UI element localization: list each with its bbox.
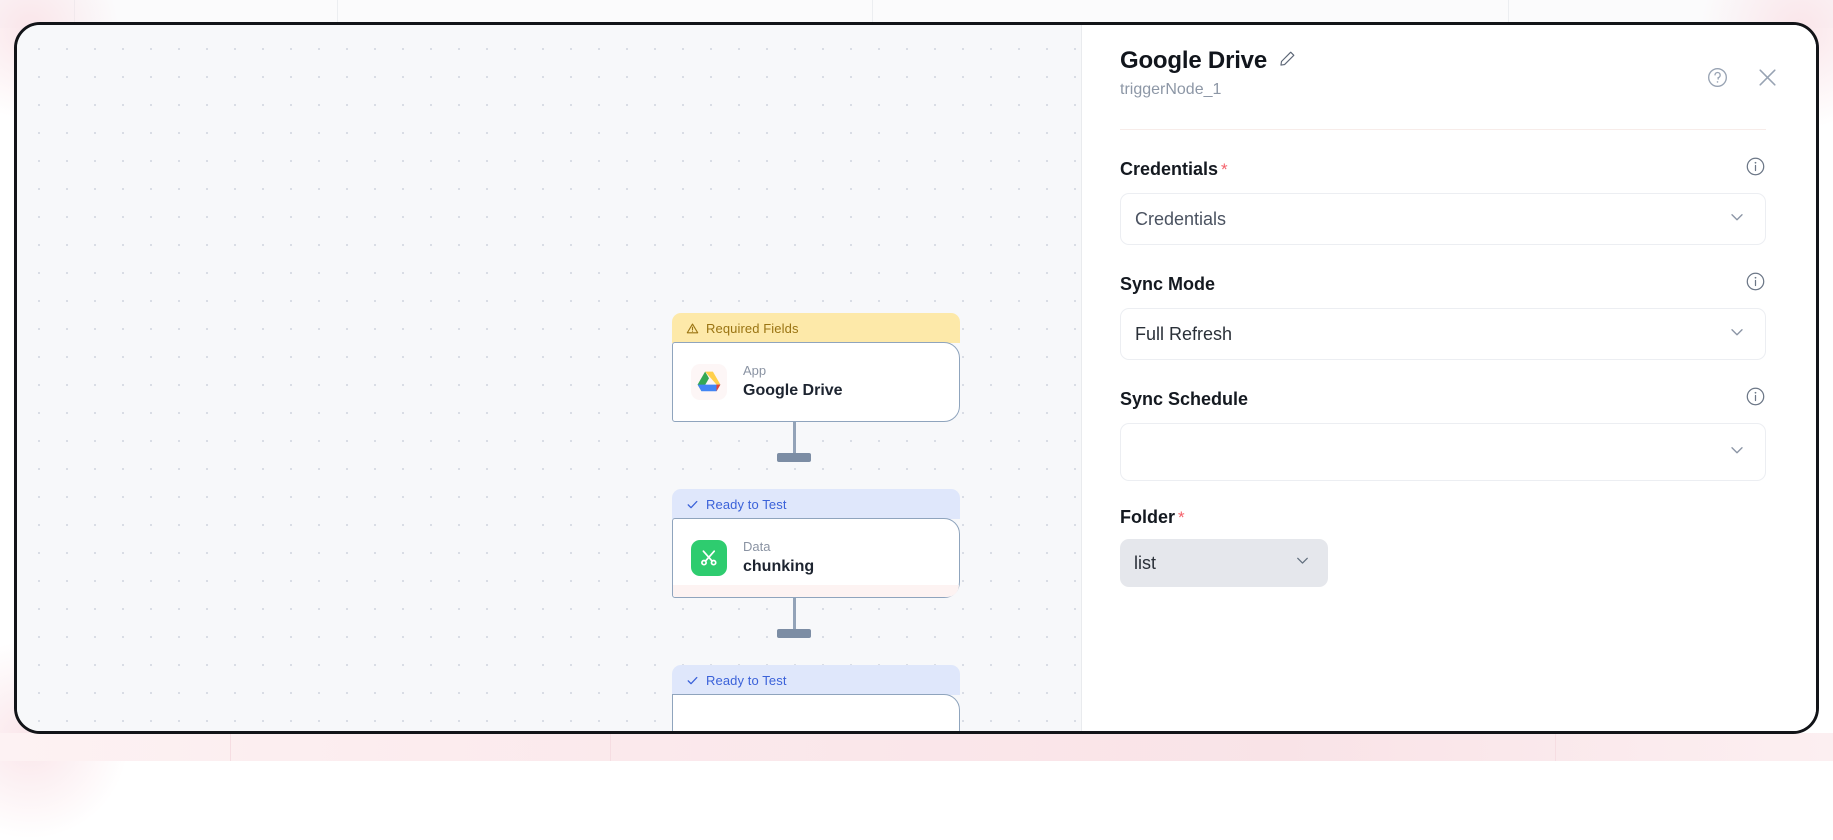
field-sync-mode: Sync Mode Full Refresh — [1120, 271, 1766, 360]
chevron-down-icon — [1293, 551, 1312, 575]
panel-title: Google Drive — [1120, 47, 1267, 75]
connector-cap-bottom — [777, 629, 811, 638]
help-circle-icon[interactable] — [1706, 66, 1729, 94]
node-status-badge-text: Required Fields — [706, 321, 799, 336]
panel-actions — [1706, 65, 1780, 95]
field-sync-schedule: Sync Schedule — [1120, 386, 1766, 481]
field-label-row: Sync Schedule — [1120, 386, 1766, 412]
node-status-badge-text: Ready to Test — [706, 497, 787, 512]
chevron-down-icon — [1727, 440, 1747, 465]
panel-header: Google Drive triggerNode_1 — [1120, 47, 1766, 130]
warning-triangle-icon — [686, 322, 699, 335]
node-status-badge-ready-to-test: Ready to Test — [672, 489, 960, 519]
folder-select[interactable]: list — [1120, 539, 1328, 587]
workflow-window-frame: Data Loader Required Fields — [14, 22, 1819, 734]
node-title-label: chunking — [743, 557, 814, 576]
node-card-partial[interactable] — [672, 694, 960, 734]
pencil-icon[interactable] — [1279, 50, 1296, 72]
chevron-down-icon — [1727, 322, 1747, 347]
pink-strip-divider — [230, 733, 231, 761]
folder-select-value: list — [1134, 553, 1156, 574]
pink-strip-divider — [610, 733, 611, 761]
node-card-chunking[interactable]: Data chunking — [672, 518, 960, 598]
scissors-icon — [691, 540, 727, 576]
node-footer-tint — [673, 585, 959, 597]
panel-subtitle: triggerNode_1 — [1120, 81, 1766, 99]
pink-strip-divider — [1555, 733, 1556, 761]
node-google-drive[interactable]: Required Fields App Google Drive — [672, 313, 960, 422]
node-meta: Data chunking — [743, 540, 814, 575]
info-circle-icon[interactable] — [1745, 386, 1766, 412]
sync-mode-select[interactable]: Full Refresh — [1120, 308, 1766, 360]
field-label-row: Folder* — [1120, 507, 1766, 528]
node-status-badge-required-fields: Required Fields — [672, 313, 960, 343]
field-label-row: Credentials* — [1120, 156, 1766, 182]
field-folder: Folder* list — [1120, 507, 1766, 587]
node-meta: App Google Drive — [743, 364, 843, 399]
google-drive-icon — [691, 364, 727, 400]
field-label: Sync Mode — [1120, 274, 1215, 295]
connector-cap-bottom — [777, 453, 811, 462]
node-kind-label: Data — [743, 540, 814, 554]
chevron-down-icon — [1727, 207, 1747, 232]
check-icon — [686, 498, 699, 511]
field-label-row: Sync Mode — [1120, 271, 1766, 297]
field-label: Credentials — [1120, 159, 1218, 179]
field-label: Sync Schedule — [1120, 389, 1248, 410]
bottom-pink-strip — [0, 733, 1833, 761]
check-icon — [686, 674, 699, 687]
credentials-select[interactable]: Credentials — [1120, 193, 1766, 245]
node-status-badge-text: Ready to Test — [706, 673, 787, 688]
sync-mode-select-value: Full Refresh — [1135, 324, 1232, 345]
required-asterisk: * — [1178, 508, 1185, 527]
node-partial-next[interactable]: Ready to Test — [672, 665, 960, 734]
close-icon[interactable] — [1755, 65, 1780, 95]
info-circle-icon[interactable] — [1745, 156, 1766, 182]
info-circle-icon[interactable] — [1745, 271, 1766, 297]
node-chunking[interactable]: Ready to Test Data chunking — [672, 489, 960, 598]
node-kind-label: App — [743, 364, 843, 378]
sync-schedule-select[interactable] — [1120, 423, 1766, 481]
required-asterisk: * — [1221, 160, 1228, 179]
field-credentials: Credentials* Credentials — [1120, 156, 1766, 245]
node-config-panel: Google Drive triggerNode_1 — [1081, 25, 1819, 734]
field-label: Folder — [1120, 507, 1175, 527]
node-card-google-drive[interactable]: App Google Drive — [672, 342, 960, 422]
panel-header-divider — [1120, 129, 1766, 130]
credentials-select-value: Credentials — [1135, 209, 1226, 230]
node-status-badge-ready-to-test: Ready to Test — [672, 665, 960, 695]
panel-title-row: Google Drive — [1120, 47, 1766, 75]
node-title-label: Google Drive — [743, 381, 843, 400]
